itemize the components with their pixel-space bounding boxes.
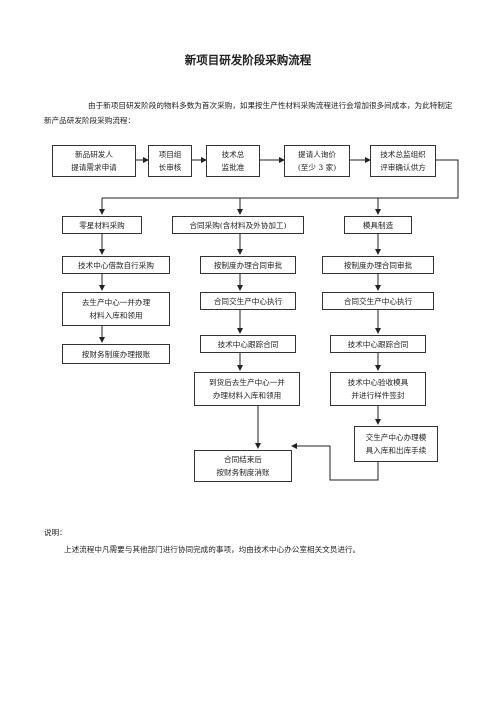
flow-box-right-contract-execute: 合同交生产中心执行 — [322, 292, 434, 310]
flow-branch-small-purchase: 零星材料采购 — [62, 216, 142, 234]
flow-box-mid-contract-execute: 合同交生产中心执行 — [200, 292, 296, 310]
flow-box-right-contract-tracking: 技术中心跟踪合同 — [330, 335, 426, 353]
note-text: 上述流程中凡需要与其他部门进行协同完成的事项，均由技术中心办公室相关文员进行。 — [64, 545, 361, 554]
flow-box-mold-storage: 交生产中心办理模 具入库和出库手续 — [354, 426, 438, 462]
flow-box-right-contract-approval: 按制度办理合同审批 — [322, 256, 434, 274]
page-title: 新项目研发阶段采购流程 — [184, 53, 312, 67]
flow-box-tech-director-approve: 技术总 监批准 — [206, 145, 260, 177]
flow-box-inquiry: 提请人询价 (至少 3 家) — [284, 145, 350, 177]
flow-box-mid-storage: 到货后去生产中心一并 办理材料入库和领用 — [194, 372, 300, 406]
flow-box-contract-close: 合同结束后 按财务制度消账 — [194, 450, 292, 482]
flow-branch-mold-manufacturing: 模具制造 — [344, 216, 412, 234]
flow-branch-contract-purchase: 合同采购(含材料及外协加工) — [172, 216, 304, 234]
flow-box-left-storage: 去生产中心一并办理 材料入库和领用 — [62, 292, 170, 326]
intro-paragraph: 由于新项目研发阶段的物料多数为首次采购，如果按生产性材料采购流程进行会增加很多间… — [44, 101, 453, 125]
flow-box-supplier-review: 技术总监组织 评审确认供方 — [370, 145, 436, 177]
flow-box-reimbursement: 按财务制度办理报账 — [62, 344, 170, 364]
flow-box-mold-acceptance: 技术中心验收模具 并进行样件签封 — [330, 372, 426, 406]
flow-box-mid-contract-tracking: 技术中心跟踪合同 — [200, 335, 296, 353]
flow-box-mid-contract-approval: 按制度办理合同审批 — [200, 256, 296, 274]
flow-box-self-purchase: 技术中心借款自行采购 — [62, 256, 170, 274]
note-label: 说明： — [44, 528, 67, 537]
flow-box-demand-request: 新品研发人 提请需求申请 — [52, 145, 136, 177]
flow-box-team-lead-review: 项目组 长审核 — [148, 145, 192, 177]
